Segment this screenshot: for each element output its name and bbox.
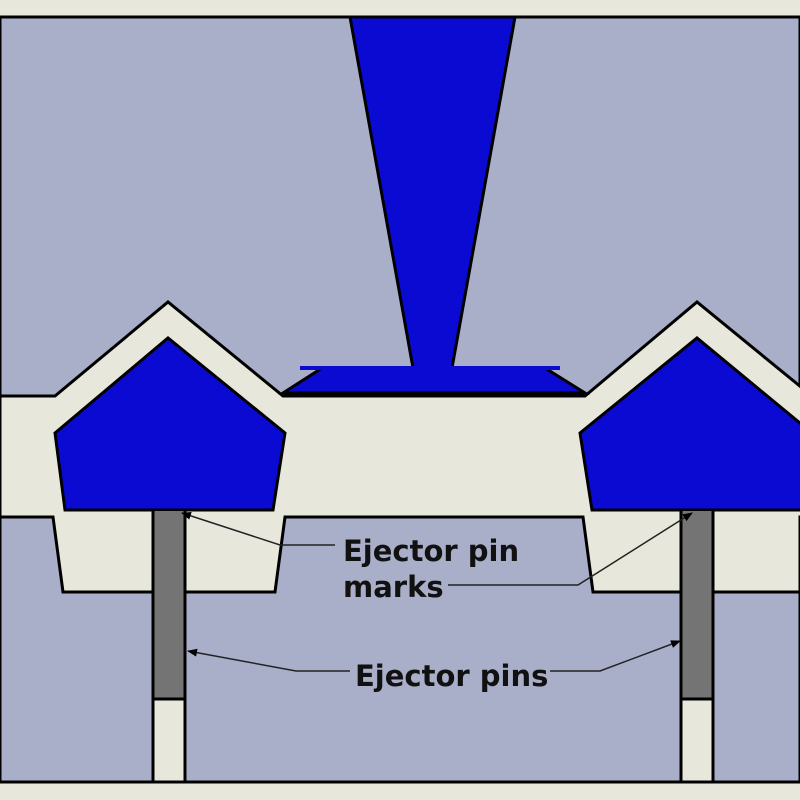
runner-join bbox=[300, 366, 560, 370]
left-ejector-pin bbox=[151, 508, 187, 784]
leader-pin-right bbox=[550, 640, 681, 672]
right-part-cavity bbox=[578, 336, 800, 512]
runner bbox=[277, 366, 591, 395]
right-ejector-pin bbox=[679, 508, 715, 784]
label-ejector-pin-marks-line1: Ejector pin bbox=[343, 534, 519, 568]
label-ejector-pin-marks-line2: marks bbox=[343, 570, 444, 604]
leader-pin-left bbox=[187, 648, 350, 672]
leader-pin-mark-left bbox=[181, 511, 335, 546]
label-ejector-pins: Ejector pins bbox=[355, 659, 548, 693]
leader-pin-mark-right bbox=[448, 512, 693, 586]
left-part-cavity bbox=[53, 336, 287, 512]
